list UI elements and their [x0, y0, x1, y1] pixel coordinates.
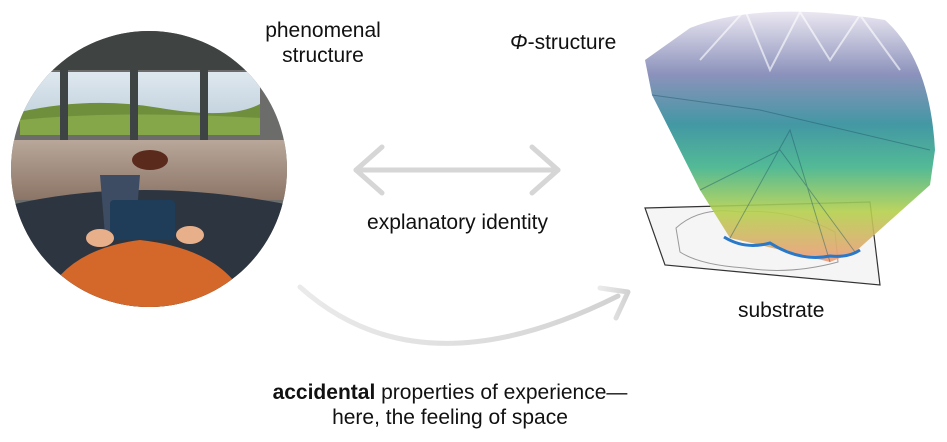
caption-line-1: accidental properties of experience— [272, 381, 628, 404]
double-arrow-icon [353, 144, 561, 196]
caption-line-2: here, the feeling of space [332, 406, 568, 429]
phenomenal-structure-label: phenomenal structure [265, 19, 381, 67]
curved-arrow-icon [297, 284, 631, 346]
room-photo-circle [11, 31, 287, 307]
explanatory-identity-label: explanatory identity [367, 211, 548, 234]
substrate-outline [723, 235, 861, 259]
phi-cone [645, 11, 935, 262]
phi-structure-label: Φ-structure [510, 31, 617, 54]
substrate-label: substrate [738, 299, 825, 322]
phi-structure-rendering [644, 8, 935, 286]
caption: accidental properties of experience— her… [235, 380, 665, 430]
